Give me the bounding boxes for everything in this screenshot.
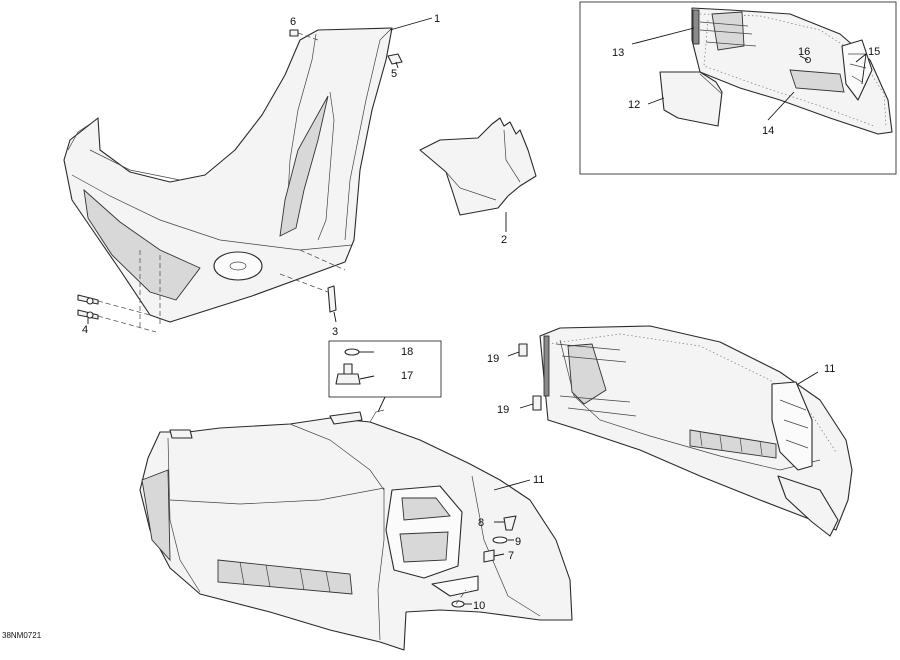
callout-5: 5 <box>391 68 397 80</box>
callout-10: 10 <box>473 600 485 612</box>
callout-11-right: 11 <box>824 363 835 375</box>
callout-2: 2 <box>501 234 507 246</box>
callout-15: 15 <box>868 46 880 58</box>
fastener-5 <box>387 53 403 69</box>
callout-7: 7 <box>508 550 514 562</box>
callout-16: 16 <box>798 46 810 58</box>
callout-4: 4 <box>82 324 88 336</box>
inset-detail-box <box>579 1 897 175</box>
callout-3: 3 <box>332 326 338 338</box>
side-panel-right <box>507 325 853 537</box>
callout-6: 6 <box>290 16 296 28</box>
callout-18: 18 <box>401 346 413 358</box>
callout-19-bottom: 19 <box>497 404 509 416</box>
fastener-kit-box <box>328 340 442 413</box>
callout-13: 13 <box>612 47 624 59</box>
callout-1: 1 <box>434 13 440 25</box>
leader-1 <box>389 17 433 31</box>
fastener-6 <box>289 29 319 41</box>
side-panel-left <box>139 409 573 651</box>
hood-panel <box>63 27 393 330</box>
callout-17: 17 <box>401 370 413 382</box>
clips-4 <box>77 294 157 333</box>
bracket-2 <box>419 117 537 232</box>
screw-3 <box>279 273 337 323</box>
callout-12: 12 <box>628 99 640 111</box>
callout-19-top: 19 <box>487 353 499 365</box>
callout-11-left: 11 <box>533 474 544 486</box>
callout-14: 14 <box>762 125 774 137</box>
callout-8: 8 <box>478 517 484 529</box>
callout-9: 9 <box>515 536 521 548</box>
drawing-code: 38NM0721 <box>2 631 42 640</box>
